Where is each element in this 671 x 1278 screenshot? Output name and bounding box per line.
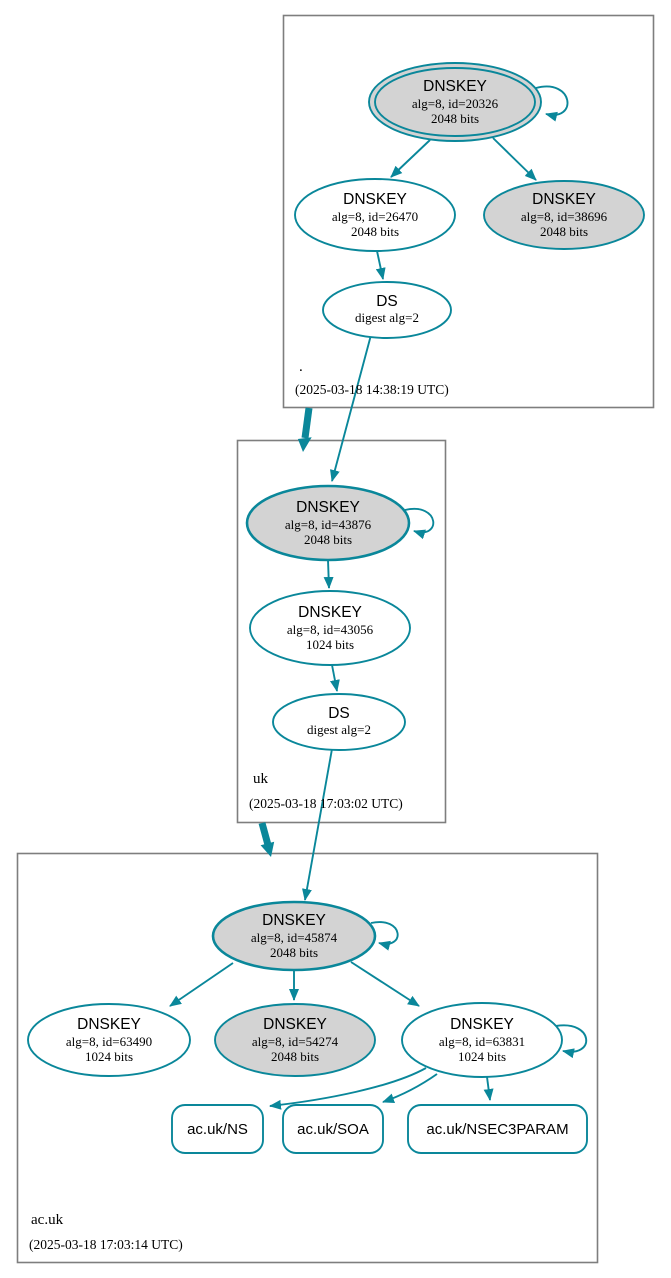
rrset-node-ns[interactable]: ac.uk/NS	[171, 1104, 264, 1154]
rrset-label: ac.uk/NSEC3PARAM	[426, 1121, 568, 1138]
node-type-label: DNSKEY	[263, 1016, 327, 1033]
node-type-label: DNSKEY	[450, 1016, 514, 1033]
node-detail-label: alg=8, id=45874	[251, 930, 338, 945]
node-type-label: DNSKEY	[532, 191, 596, 208]
dnskey-node-20326[interactable]: DNSKEY alg=8, id=20326 2048 bits	[368, 62, 542, 142]
rrset-label: ac.uk/NS	[187, 1121, 248, 1138]
node-detail-label: alg=8, id=20326	[412, 96, 499, 111]
dnskey-node-63831[interactable]: DNSKEY alg=8, id=63831 1024 bits	[401, 1002, 563, 1078]
edge-zsk26470-to-ds	[375, 250, 386, 280]
rrset-label: ac.uk/SOA	[297, 1121, 369, 1138]
node-bits-label: 2048 bits	[351, 224, 399, 239]
zone-timestamp: (2025-03-18 17:03:02 UTC)	[249, 796, 403, 811]
dnskey-node-43876[interactable]: DNSKEY alg=8, id=43876 2048 bits	[245, 484, 411, 562]
node-bits-label: 2048 bits	[270, 945, 318, 960]
node-type-label: DNSKEY	[423, 78, 487, 95]
edges-uk-zone	[302, 507, 435, 901]
node-bits-label: 2048 bits	[431, 111, 479, 126]
edge-rootds-to-uk-ksk43876	[330, 334, 372, 482]
zone-box-root	[282, 14, 655, 409]
edge-ksk43876-self-loop	[404, 507, 435, 540]
node-bits-label: 1024 bits	[458, 1049, 506, 1064]
rrset-node-soa[interactable]: ac.uk/SOA	[282, 1104, 384, 1154]
node-detail-label: digest alg=2	[355, 310, 419, 325]
node-detail-label: alg=8, id=63490	[66, 1034, 152, 1049]
edge-ksk45874-self-loop	[370, 921, 399, 951]
node-bits-label: 1024 bits	[306, 637, 354, 652]
delegation-arrow-root-to-uk	[297, 407, 313, 452]
edge-ksk20326-to-key38696	[492, 137, 537, 181]
edge-zsk63831-self-loop	[555, 1024, 588, 1059]
dnskey-node-63490[interactable]: DNSKEY alg=8, id=63490 1024 bits	[27, 1003, 191, 1077]
node-type-label: DNSKEY	[262, 912, 326, 929]
edge-zsk43056-to-ds	[330, 664, 340, 692]
node-type-label: DS	[328, 705, 350, 722]
zone-label-root: . (2025-03-18 14:38:19 UTC)	[295, 359, 449, 397]
node-type-label: DNSKEY	[298, 604, 362, 621]
node-type-label: DNSKEY	[296, 499, 360, 516]
node-detail-label: alg=8, id=63831	[439, 1034, 525, 1049]
node-bits-label: 2048 bits	[540, 224, 588, 239]
ds-node-uk[interactable]: DS digest alg=2	[272, 693, 406, 751]
dnskey-node-45874[interactable]: DNSKEY alg=8, id=45874 2048 bits	[211, 900, 377, 972]
dnskey-node-43056[interactable]: DNSKEY alg=8, id=43056 1024 bits	[249, 590, 411, 666]
zone-box-acuk	[16, 852, 599, 1264]
ds-node-root[interactable]: DS digest alg=2	[322, 281, 452, 339]
edge-ksk20326-self-loop	[535, 85, 569, 122]
edge-ksk20326-to-zsk26470	[390, 139, 431, 178]
rrset-node-nsec3param[interactable]: ac.uk/NSEC3PARAM	[407, 1104, 588, 1154]
zone-timestamp: (2025-03-18 17:03:14 UTC)	[29, 1237, 183, 1252]
node-detail-label: alg=8, id=54274	[252, 1034, 339, 1049]
delegation-arrow-uk-to-acuk	[258, 822, 275, 857]
edge-ukds-to-acuk-ksk45874	[302, 748, 333, 901]
node-bits-label: 2048 bits	[271, 1049, 319, 1064]
node-type-label: DS	[376, 293, 398, 310]
zone-name: ac.uk	[31, 1212, 64, 1228]
zone-name: .	[299, 359, 303, 375]
edge-zsk63831-to-ns	[269, 1067, 427, 1110]
node-bits-label: 1024 bits	[85, 1049, 133, 1064]
dnskey-node-54274[interactable]: DNSKEY alg=8, id=54274 2048 bits	[214, 1003, 376, 1077]
zone-box-uk	[236, 439, 447, 824]
edge-zsk63831-to-nsec3param	[483, 1076, 494, 1101]
edges-acuk-zone	[169, 921, 588, 1110]
node-detail-label: alg=8, id=38696	[521, 209, 608, 224]
node-bits-label: 2048 bits	[304, 532, 352, 547]
edge-ksk45874-to-zsk63831	[350, 961, 420, 1007]
dnskey-node-38696[interactable]: DNSKEY alg=8, id=38696 2048 bits	[483, 180, 645, 250]
edge-ksk43876-to-zsk43056	[323, 559, 334, 589]
zone-name: uk	[253, 771, 269, 787]
zone-timestamp: (2025-03-18 14:38:19 UTC)	[295, 382, 449, 397]
edge-ksk45874-to-key63490	[169, 962, 234, 1007]
zone-label-uk: uk (2025-03-18 17:03:02 UTC)	[249, 771, 403, 811]
node-detail-label: alg=8, id=26470	[332, 209, 418, 224]
trust-anchor-inner-ring	[374, 67, 536, 137]
edges-root-zone	[330, 85, 569, 482]
dnskey-node-26470[interactable]: DNSKEY alg=8, id=26470 2048 bits	[294, 178, 456, 252]
node-detail-label: alg=8, id=43056	[287, 622, 374, 637]
node-detail-label: digest alg=2	[307, 722, 371, 737]
node-type-label: DNSKEY	[77, 1016, 141, 1033]
node-detail-label: alg=8, id=43876	[285, 517, 372, 532]
zone-label-acuk: ac.uk (2025-03-18 17:03:14 UTC)	[29, 1212, 183, 1252]
node-type-label: DNSKEY	[343, 191, 407, 208]
edge-zsk63831-to-soa	[382, 1073, 438, 1104]
